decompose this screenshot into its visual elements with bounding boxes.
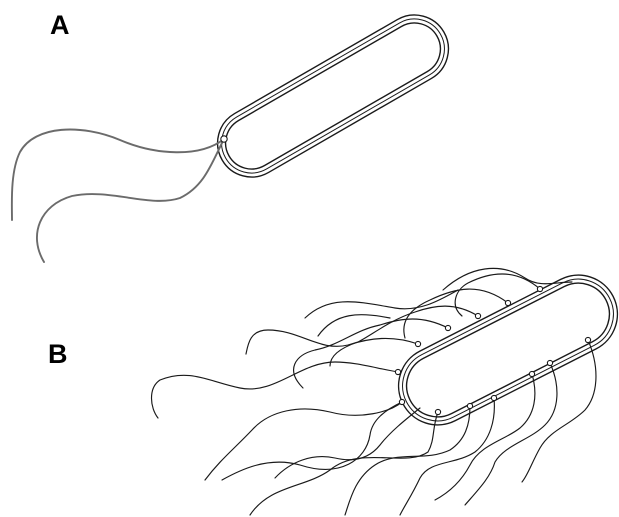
panel-a-flagellum-upper-branch xyxy=(12,130,224,220)
panel-b-flagellum-17 xyxy=(275,408,420,478)
panel-a-bacterium xyxy=(12,3,461,262)
panel-a-cell-wall xyxy=(211,8,456,184)
panel-b-basal-body xyxy=(399,399,404,404)
panel-b-flagellum-11 xyxy=(250,412,438,515)
panel-b-basal-body xyxy=(395,369,400,374)
panel-a-flagellum-lower-branch xyxy=(37,139,224,262)
panel-b-basal-body xyxy=(529,371,534,376)
panel-b-basal-body xyxy=(435,409,440,414)
panel-b-basal-body xyxy=(505,300,510,305)
panel-b-bacterium xyxy=(152,262,619,515)
panel-b-flagella xyxy=(152,268,596,515)
panel-b-basal-body xyxy=(547,360,552,365)
panel-b-basal-body xyxy=(475,313,480,318)
panel-b-flagellum-8 xyxy=(305,290,458,318)
panel-b-basal-body xyxy=(467,403,472,408)
panel-b-basal-body xyxy=(585,337,590,342)
panel-a-cell-body xyxy=(205,3,461,190)
panel-b-basal-body xyxy=(537,286,542,291)
panel-b-basal-body xyxy=(491,395,496,400)
panel-a-outer-membrane xyxy=(205,3,461,190)
panel-b-flagellum-2 xyxy=(246,330,418,354)
panel-b-flagellum-1 xyxy=(152,362,399,418)
panel-b-flagellum-18 xyxy=(205,402,402,480)
panel-a-basal-body xyxy=(221,136,227,142)
panel-a-inner-membrane xyxy=(216,13,450,178)
panel-b-flagellum-16 xyxy=(522,340,596,482)
panel-b-basal-body xyxy=(445,325,450,330)
panel-b-cell-wall xyxy=(391,267,619,433)
panel-b-basal-body xyxy=(415,341,420,346)
panel-b-flagellum-6 xyxy=(455,274,540,316)
